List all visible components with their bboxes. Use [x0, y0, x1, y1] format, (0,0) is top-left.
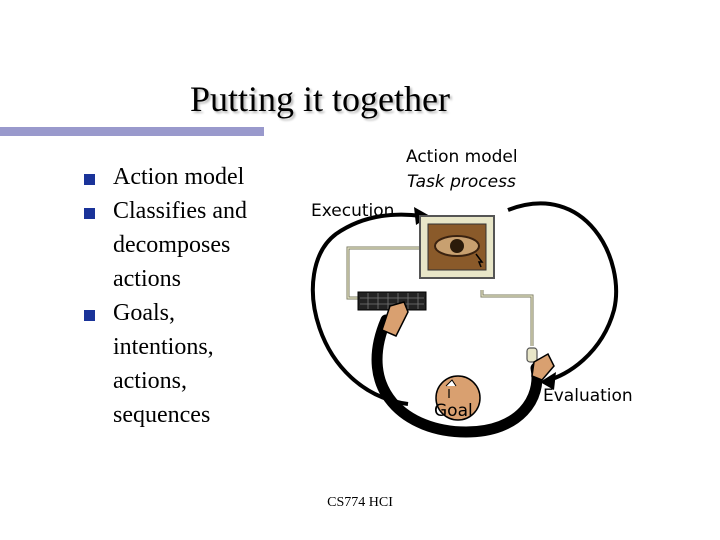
head-icon — [435, 375, 481, 421]
bullet-text: Action model — [113, 164, 245, 190]
goal-arc — [371, 314, 543, 438]
execution-label: Execution — [311, 201, 394, 221]
bullet-item: Goals, intentions, actions, sequences — [84, 296, 284, 432]
bullet-square-icon — [84, 174, 95, 185]
evaluation-arrowhead-icon — [540, 372, 556, 390]
slide-footer: CS774 HCI — [327, 495, 393, 510]
bullet-square-icon — [84, 310, 95, 321]
diagram-subheading: Task process — [407, 172, 516, 192]
typing-hand-icon — [381, 301, 409, 337]
mouse-icon — [526, 347, 538, 363]
action-model-diagram: Action model Task process Execution Eval… — [311, 147, 633, 438]
bullet-square-icon — [84, 208, 95, 219]
title-underline-bar — [0, 127, 264, 136]
bullet-list: Action model Classifies and decomposes a… — [84, 160, 284, 432]
mouse-cable — [480, 290, 534, 346]
bullet-item: Action model — [84, 160, 284, 194]
bullet-item: Classifies and decomposes actions — [84, 194, 284, 296]
slide-title: Putting it together — [190, 79, 450, 119]
goal-label: Goal — [434, 401, 473, 421]
bullet-text: Goals, intentions, actions, sequences — [113, 300, 214, 428]
evaluation-arc — [507, 201, 619, 382]
diagram-heading: Action model — [406, 147, 518, 167]
execution-arc — [311, 212, 423, 406]
evaluation-label: Evaluation — [543, 386, 633, 406]
keyboard-cable — [346, 246, 424, 300]
cursor-icon — [475, 253, 484, 268]
mouse-hand-icon — [531, 352, 555, 381]
bullet-text: Classifies and decomposes actions — [113, 198, 247, 292]
